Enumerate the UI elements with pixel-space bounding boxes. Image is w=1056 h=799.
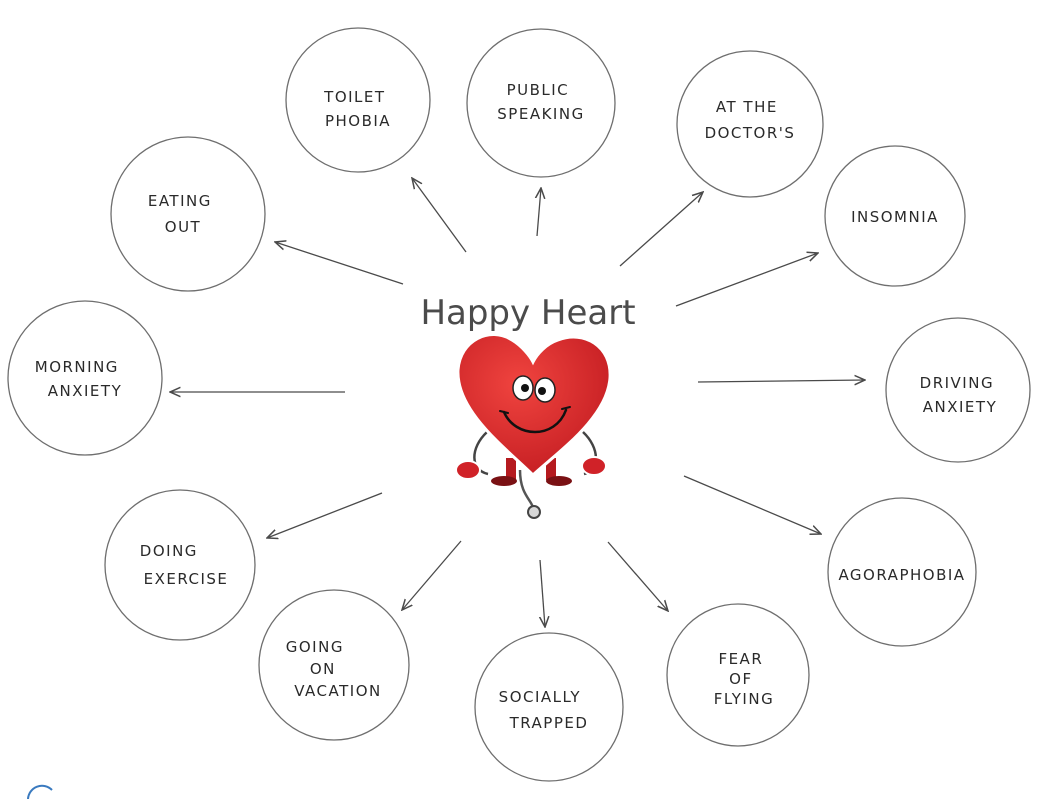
bubble-socially-trapped: SOCIALLY TRAPPED [474,632,624,782]
bubble-doing-exercise: DOING EXERCISE [104,489,256,641]
corner-badge-icon [27,784,53,799]
arrow-socially-trapped [540,559,545,627]
svg-text:INSOMNIA: INSOMNIA [851,208,939,226]
bubble-label-line: FEAR [718,650,763,668]
svg-text:PUBLIC SPEAKING: PUBLIC SPEAKING [497,81,584,123]
svg-text:DOING EXERCISE: DOING EXERCISE [140,542,229,588]
bubble-public-speaking: PUBLIC SPEAKING [466,28,616,178]
bubble-eating-out: EATING OUT [110,136,266,292]
bubble-going-on-vacation: GOING ON VACATION [258,589,410,741]
bubble-label-line: OF [729,670,752,688]
arrow-toilet-phobia [412,178,467,253]
arrow-agoraphobia [683,475,821,534]
bubble-label-line: INSOMNIA [851,208,939,226]
arrow-eating-out [275,242,404,285]
bubble-label-line: TRAPPED [509,714,589,732]
bubble-agoraphobia: AGORAPHOBIA [827,497,977,647]
bubble-label-line: VACATION [294,682,381,700]
arrow-fear-of-flying [607,541,668,611]
bubbles-group: TOILET PHOBIA PUBLIC SPEAKING AT THE DOC… [7,27,1031,782]
arrow-public-speaking [537,188,541,237]
svg-text:DRIVING ANXIETY: DRIVING ANXIETY [920,374,1001,416]
bubble-fear-of-flying: FEAR OF FLYING [666,603,810,747]
svg-text:TOILET PHOBIA: TOILET PHOBIA [323,88,392,130]
arrows-group [170,178,865,627]
svg-text:EATING OUT: EATING OUT [148,192,218,236]
bubble-label-line: EXERCISE [144,570,229,588]
bubble-label-line: ANXIETY [923,398,997,416]
arrow-driving-anxiety [697,380,865,382]
bubble-label-line: DOING [140,542,198,560]
bubble-label-line: TOILET [323,88,385,106]
svg-text:AT THE DOCTOR'S: AT THE DOCTOR'S [705,98,796,142]
bubble-label-line: OUT [165,218,201,236]
diagram-title: Happy Heart [420,293,635,333]
bubble-label-line: GOING [286,638,344,656]
bubble-label-line: SOCIALLY [499,688,581,706]
svg-text:AGORAPHOBIA: AGORAPHOBIA [838,566,965,584]
bubble-label-line: AT THE [716,98,778,116]
svg-text:GOING ON VACAT: GOING ON VACATION [286,638,382,700]
bubble-morning-anxiety: MORNING ANXIETY [7,300,163,456]
bubble-label-line: PUBLIC [507,81,570,99]
bubble-driving-anxiety: DRIVING ANXIETY [885,317,1031,463]
bubble-label-line: EATING [148,192,212,210]
bubble-label-line: AGORAPHOBIA [838,566,965,584]
bubble-at-the-doctors: AT THE DOCTOR'S [676,50,824,198]
arrow-insomnia [675,253,818,307]
bubble-label-line: ANXIETY [48,382,122,400]
bubble-label-line: MORNING [35,358,119,376]
bubble-toilet-phobia: TOILET PHOBIA [285,27,431,173]
svg-text:SOCIALLY TRAPPED: SOCIALLY TRAPPED [499,688,589,732]
bubble-label-line: PHOBIA [325,112,391,130]
bubble-label-line: DRIVING [920,374,994,392]
arrow-at-the-doctors [619,192,703,267]
svg-text:MORNING ANXIETY: MORNING ANXIETY [35,358,125,400]
svg-text:FEAR OF FLYING: FEAR OF FLYING [714,650,774,708]
bubble-insomnia: INSOMNIA [824,145,966,287]
arrow-doing-exercise [267,492,383,538]
heart-mascot-icon [455,333,612,519]
bubble-label-line: SPEAKING [497,105,584,123]
arrow-going-on-vacation [402,540,462,610]
bubble-label-line: FLYING [714,690,774,708]
bubble-label-line: ON [310,660,336,678]
bubble-label-line: DOCTOR'S [705,124,796,142]
